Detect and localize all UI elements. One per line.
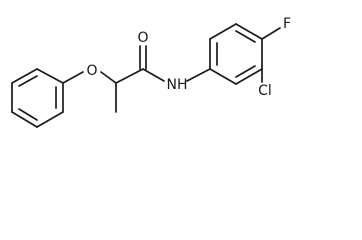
chlorine-label: Cl: [258, 83, 272, 99]
double-bond-inner: [235, 65, 256, 78]
bond: [142, 68, 165, 82]
oxygen-carbonyl-label: O: [137, 30, 148, 46]
double-bond-inner: [18, 108, 38, 121]
phenyl-ring: [11, 68, 64, 128]
amide-nitrogen-label: NH: [167, 77, 188, 93]
bond: [36, 68, 64, 84]
bond: [115, 68, 144, 84]
bond: [186, 68, 211, 82]
double-bond-inner: [18, 75, 38, 87]
molecule-diagram: O O NH Cl F: [11, 16, 291, 128]
bond: [261, 27, 281, 40]
bond: [100, 71, 117, 84]
bond: [235, 68, 263, 85]
bond: [36, 111, 64, 128]
double-bond-inner: [235, 30, 256, 43]
bond: [11, 111, 38, 128]
bond: [209, 23, 237, 40]
bond: [11, 68, 38, 84]
oxygen-ether-label: O: [86, 63, 97, 79]
chlorofluorophenyl-ring: [209, 23, 263, 85]
structure-canvas: O O NH Cl F: [11, 16, 291, 128]
bond: [209, 68, 237, 85]
bond: [235, 23, 263, 40]
bond: [62, 71, 84, 84]
fluorine-label: F: [283, 16, 291, 32]
